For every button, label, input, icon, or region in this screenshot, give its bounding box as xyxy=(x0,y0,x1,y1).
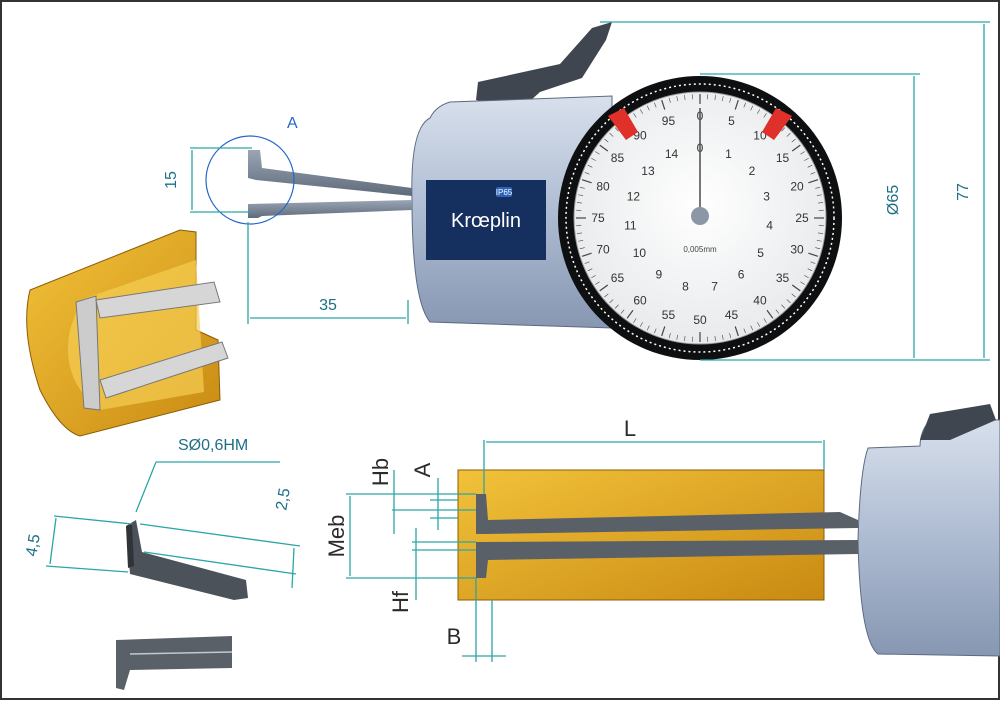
dial-inner-number: 13 xyxy=(641,164,655,178)
tip-side-view xyxy=(116,636,232,690)
dial-outer-number: 15 xyxy=(776,151,790,165)
tip-shape xyxy=(126,520,248,600)
brand-name: Krœplin xyxy=(451,210,521,232)
bore-measurement: L Hb A Meb Hf B xyxy=(324,404,1000,662)
tip-detail: SØ0,6HM 4,5 2,5 xyxy=(23,437,300,690)
dim-tipgap-line xyxy=(292,548,294,588)
dial-inner-number: 8 xyxy=(682,279,689,293)
dial-inner-number: 7 xyxy=(711,279,718,293)
tip-spec-label: SØ0,6HM xyxy=(178,437,248,454)
dial-inner-number: 1 xyxy=(725,147,732,161)
dial-outer-number: 55 xyxy=(662,308,676,322)
dial-outer-number: 70 xyxy=(596,243,610,257)
dial-outer-number: 95 xyxy=(662,114,676,128)
dim-15-label: 15 xyxy=(163,171,180,189)
dim-b-label: B xyxy=(447,624,462,649)
dial-resolution: 0,005mm xyxy=(683,245,717,254)
dim-meb-label: Meb xyxy=(324,515,349,558)
dial-outer-number: 85 xyxy=(611,151,625,165)
dial-outer-number: 20 xyxy=(790,179,804,193)
badge-text: IP65 xyxy=(496,188,513,197)
dial-outer-number: 60 xyxy=(633,294,647,308)
dim-tiplen-ext-top xyxy=(54,516,132,524)
dial-inner-number: 5 xyxy=(757,246,764,260)
dial-outer-number: 25 xyxy=(795,211,809,225)
dial-hub xyxy=(691,207,709,225)
gauge-arm-lower xyxy=(248,200,412,218)
tip-spec-leader xyxy=(136,462,156,512)
dim-dia-label: Ø65 xyxy=(885,185,902,215)
dial-outer-number: 80 xyxy=(596,179,610,193)
dim-tiplen-ext-bottom xyxy=(46,566,128,572)
dim-tiplen-label: 4,5 xyxy=(23,533,44,558)
dim-overall-label: 77 xyxy=(955,183,972,201)
dim-tipgap-label: 2,5 xyxy=(273,487,294,512)
dial-outer-number: 50 xyxy=(693,313,707,327)
dial-outer-number: 65 xyxy=(611,271,625,285)
dial-inner-number: 11 xyxy=(624,218,637,232)
dial-outer-number: 5 xyxy=(728,114,735,128)
dial-inner-number: 12 xyxy=(627,189,641,203)
dim-a-label: A xyxy=(410,462,435,477)
dial-inner-number: 9 xyxy=(656,268,663,282)
detail-label: A xyxy=(287,115,298,132)
cutaway-workpiece xyxy=(27,230,228,436)
dim-l-label: L xyxy=(624,416,636,441)
bore-workpiece xyxy=(458,470,824,600)
bore-gauge-body xyxy=(858,418,1000,656)
dial-inner-number: 4 xyxy=(766,218,773,232)
dial-inner-number: 6 xyxy=(738,268,745,282)
gauge-top: IP65 Krœplin 051015202530354045505560657… xyxy=(163,22,990,360)
dim-35-label: 35 xyxy=(319,297,337,314)
dial-inner-number: 3 xyxy=(763,189,770,203)
dial-outer-number: 75 xyxy=(591,211,605,225)
dial-outer-number: 30 xyxy=(790,243,804,257)
dim-hf-label: Hf xyxy=(388,590,413,613)
dim-tipgap-ext-top xyxy=(140,524,300,546)
dial-outer-number: 45 xyxy=(725,308,739,322)
dim-tiplen-line xyxy=(50,518,56,564)
dial-inner-number: 14 xyxy=(665,147,679,161)
dim-hb-label: Hb xyxy=(368,458,393,486)
dial-inner-number: 10 xyxy=(633,246,647,260)
gauge-arm-upper xyxy=(248,150,412,196)
dial-inner-number: 2 xyxy=(749,164,756,178)
dial-outer-number: 40 xyxy=(753,294,767,308)
dial-outer-number: 35 xyxy=(776,271,790,285)
